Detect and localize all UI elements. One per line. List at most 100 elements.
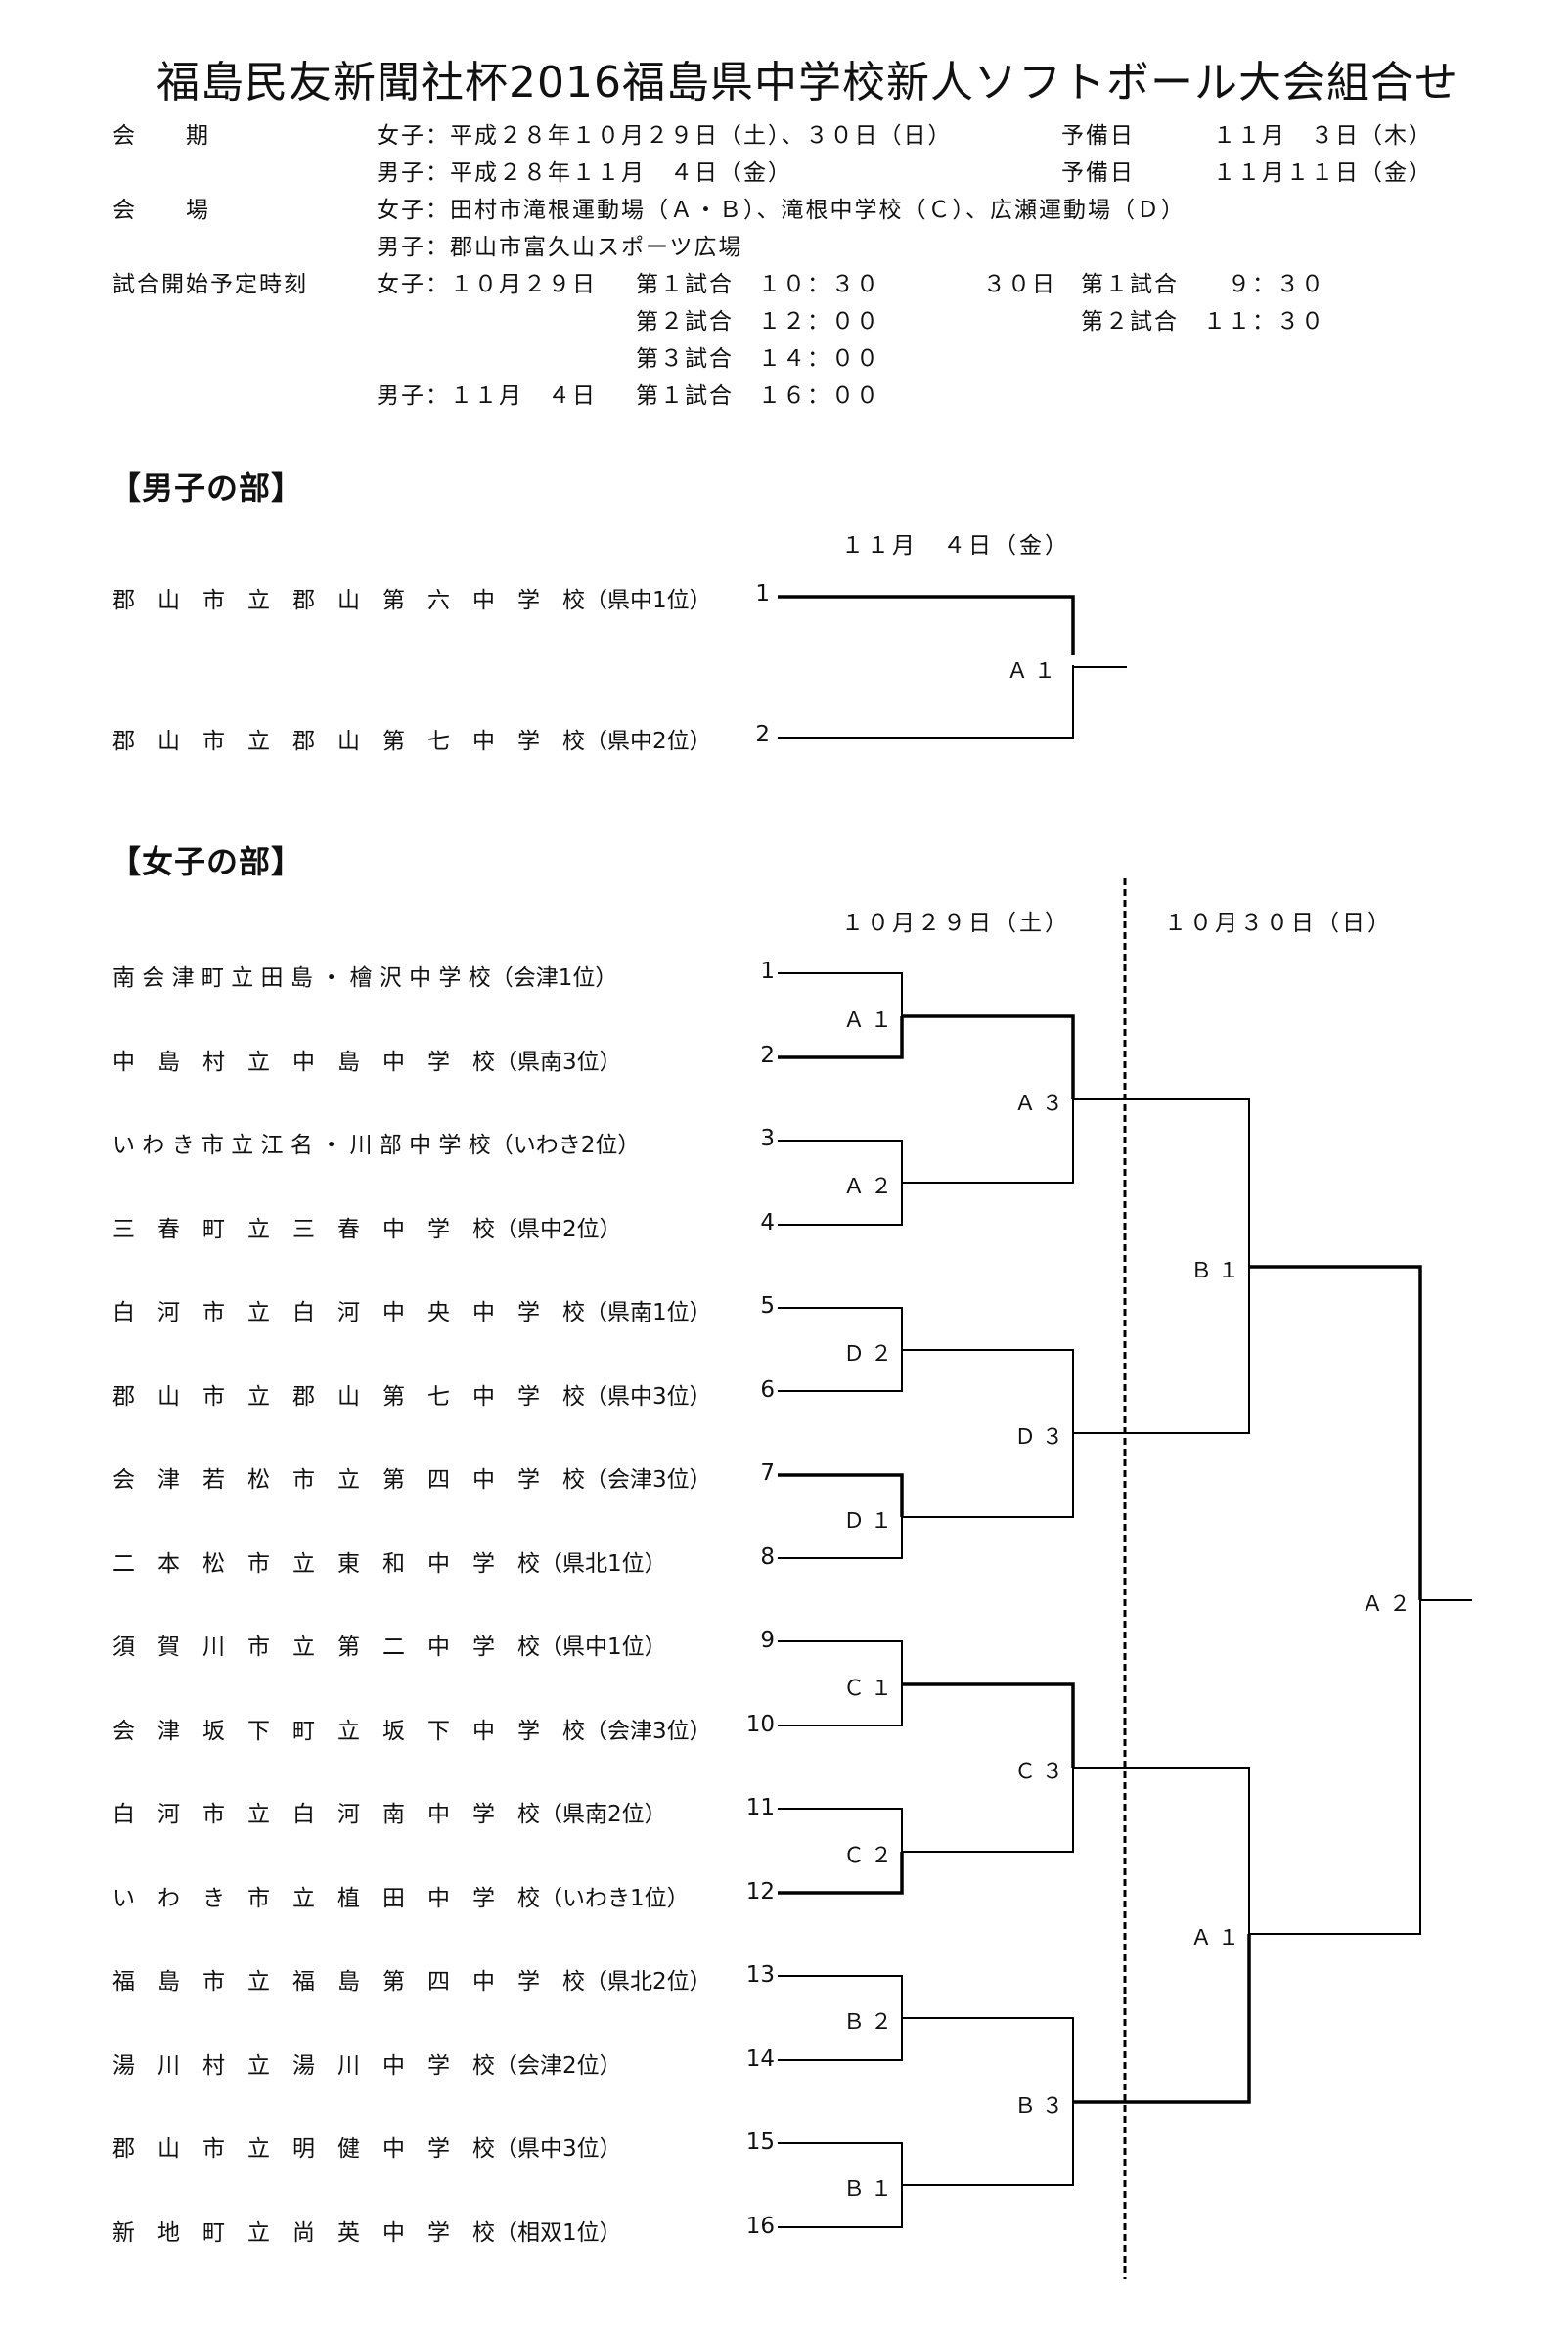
boys-team-1: 郡 山 市 立 郡 山 第 六 中 学 校（県中1位）: [112, 588, 712, 613]
boys-line-2: [778, 665, 1074, 739]
girls-r1-line-15: [778, 2142, 903, 2185]
game2-day1: 第２試合 １２：００: [636, 309, 880, 335]
girls-team-10: 会 津 坂 下 町 立 坂 下 中 学 校（会津3位）: [112, 1719, 712, 1744]
girls-r1-match-5: Ｃ１: [842, 1677, 898, 1701]
girls-seed-9: 9: [760, 1628, 775, 1653]
girls-seed-7: 7: [760, 1460, 775, 1486]
girls-r2-line-6: [902, 1768, 1074, 1853]
start-time-label: 試合開始予定時刻: [112, 272, 308, 297]
girls-r2-line-1: [902, 1014, 1075, 1099]
girls-seed-13: 13: [745, 1962, 775, 1988]
boys-match-a1: Ａ１: [1006, 659, 1061, 684]
girls-seed-11: 11: [745, 1795, 775, 1820]
venue-boys: 男子：郡山市富久山スポーツ広場: [377, 235, 743, 260]
girls-seed-3: 3: [760, 1126, 775, 1151]
session-boys-reserve: １１月１１日（金）: [1213, 160, 1433, 186]
girls-r1-match-4: Ｄ１: [842, 1509, 898, 1534]
girls-r1-line-2: [778, 1016, 904, 1059]
girls-r1-match-1: Ａ１: [842, 1008, 898, 1033]
girls-day1: 女子：１０月２９日: [377, 272, 597, 297]
session-boys-reserve-label: 予備日: [1061, 160, 1135, 186]
girls-team-8: 二 本 松 市 立 東 和 中 学 校（県北1位）: [112, 1551, 667, 1577]
session-boys: 男子：平成２８年１１月 ４日（金）: [377, 160, 792, 186]
girls-r2-line-2: [902, 1099, 1074, 1184]
girls-r1-match-8: Ｂ１: [842, 2177, 898, 2202]
girls-r2-line-4: [902, 1433, 1074, 1518]
girls-team-9: 須 賀 川 市 立 第 二 中 学 校（県中1位）: [112, 1635, 667, 1660]
girls-r1-match-2: Ａ２: [842, 1175, 898, 1199]
girls-team-5: 白 河 市 立 白 河 中 央 中 学 校（県南1位）: [112, 1300, 712, 1325]
game3-day1: 第３試合 １４：００: [636, 346, 880, 372]
girls-day2: ３０日: [983, 272, 1056, 297]
girls-r1-line-14: [778, 2018, 903, 2061]
girls-seed-16: 16: [745, 2214, 775, 2239]
girls-seed-4: 4: [760, 1210, 775, 1235]
girls-seed-6: 6: [760, 1377, 775, 1403]
girls-seed-10: 10: [745, 1712, 775, 1737]
girls-team-7: 会 津 若 松 市 立 第 四 中 学 校（会津3位）: [112, 1467, 712, 1493]
girls-r2-line-3: [902, 1349, 1074, 1433]
girls-final-line-1: [1249, 1265, 1422, 1600]
boys-section-title: 【男子の部】: [110, 470, 304, 507]
girls-seed-2: 2: [760, 1043, 775, 1068]
girls-team-15: 郡 山 市 立 明 健 中 学 校（県中3位）: [112, 2136, 622, 2162]
venue-label: 会 場: [112, 198, 210, 223]
girls-r1-line-7: [778, 1473, 904, 1517]
girls-r1-line-11: [778, 1808, 903, 1852]
girls-team-12: い わ き 市 立 植 田 中 学 校（いわき1位）: [112, 1886, 690, 1911]
boys-seed-2: 2: [755, 722, 770, 747]
girls-team-13: 福 島 市 立 福 島 第 四 中 学 校（県北2位）: [112, 1969, 712, 1994]
boys-seed-1: 1: [755, 581, 770, 606]
girls-r2-line-8: [902, 2102, 1074, 2186]
girls-seed-8: 8: [760, 1545, 775, 1570]
girls-r2-line-7: [902, 2017, 1074, 2102]
girls-r2-line-5: [902, 1682, 1075, 1768]
girls-r1-match-3: Ｄ２: [842, 1342, 898, 1367]
girls-seed-14: 14: [745, 2046, 775, 2072]
girls-semi-match-2: Ａ１: [1189, 1926, 1245, 1950]
boys-team-2: 郡 山 市 立 郡 山 第 七 中 学 校（県中2位）: [112, 729, 712, 754]
girls-r1-line-8: [778, 1517, 903, 1559]
venue-girls: 女子：田村市滝根運動場（Ａ・Ｂ）、滝根中学校（Ｃ）、広瀬運動場（Ｄ）: [377, 198, 1186, 223]
girls-date-day2: １０月３０日（日）: [1164, 911, 1393, 936]
girls-r1-line-4: [778, 1183, 903, 1226]
girls-team-4: 三 春 町 立 三 春 中 学 校（県中2位）: [112, 1217, 622, 1242]
boys-line-1: [778, 595, 1075, 655]
girls-r1-match-7: Ｂ２: [842, 2010, 898, 2035]
girls-seed-5: 5: [760, 1293, 775, 1319]
girls-r2-match-1: Ａ３: [1013, 1092, 1069, 1116]
session-girls: 女子：平成２８年１０月２９日（土）、３０日（日）: [377, 123, 953, 149]
game1-day1: 第１試合 １０：３０: [636, 272, 880, 297]
girls-r1-line-6: [778, 1350, 903, 1392]
girls-r2-match-3: Ｃ３: [1013, 1760, 1069, 1784]
girls-r1-line-13: [778, 1975, 903, 2018]
girls-r3-line-4: [1073, 1934, 1251, 2104]
girls-r1-line-12: [778, 1852, 904, 1895]
girls-r1-line-10: [778, 1684, 903, 1726]
girls-team-16: 新 地 町 立 尚 英 中 学 校（相双1位）: [112, 2220, 622, 2246]
girls-r1-line-16: [778, 2185, 903, 2228]
girls-team-3: い わ き 市 立 江 名 ・ 川 部 中 学 校（いわき2位）: [112, 1133, 641, 1158]
girls-final-line-2: [1249, 1600, 1421, 1935]
girls-date-day1: １０月２９日（土）: [841, 911, 1070, 936]
boys-game1: 第１試合 １６：００: [636, 383, 880, 409]
girls-r1-line-1: [778, 972, 903, 1016]
game2-day2: 第２試合 １１：３０: [1081, 309, 1325, 335]
girls-team-14: 湯 川 村 立 湯 川 中 学 校（会津2位）: [112, 2053, 622, 2079]
girls-r1-line-9: [778, 1640, 903, 1684]
girls-r1-line-5: [778, 1307, 903, 1350]
session-label: 会 期: [112, 123, 210, 149]
girls-seed-1: 1: [760, 959, 775, 984]
girls-team-1: 南 会 津 町 立 田 島 ・ 檜 沢 中 学 校（会津1位）: [112, 965, 618, 991]
session-girls-reserve: １１月 ３日（木）: [1213, 123, 1433, 149]
girls-seed-15: 15: [745, 2129, 775, 2155]
girls-r2-match-2: Ｄ３: [1013, 1425, 1069, 1450]
girls-r3-line-2: [1073, 1267, 1250, 1434]
session-girls-reserve-label: 予備日: [1061, 123, 1135, 149]
girls-team-6: 郡 山 市 立 郡 山 第 七 中 学 校（県中3位）: [112, 1384, 712, 1410]
girls-section-title: 【女子の部】: [110, 843, 304, 880]
page-title: 福島民友新聞社杯2016福島県中学校新人ソフトボール大会組合せ: [157, 58, 1458, 108]
girls-r2-match-4: Ｂ３: [1013, 2094, 1069, 2119]
girls-r3-line-3: [1073, 1767, 1250, 1934]
